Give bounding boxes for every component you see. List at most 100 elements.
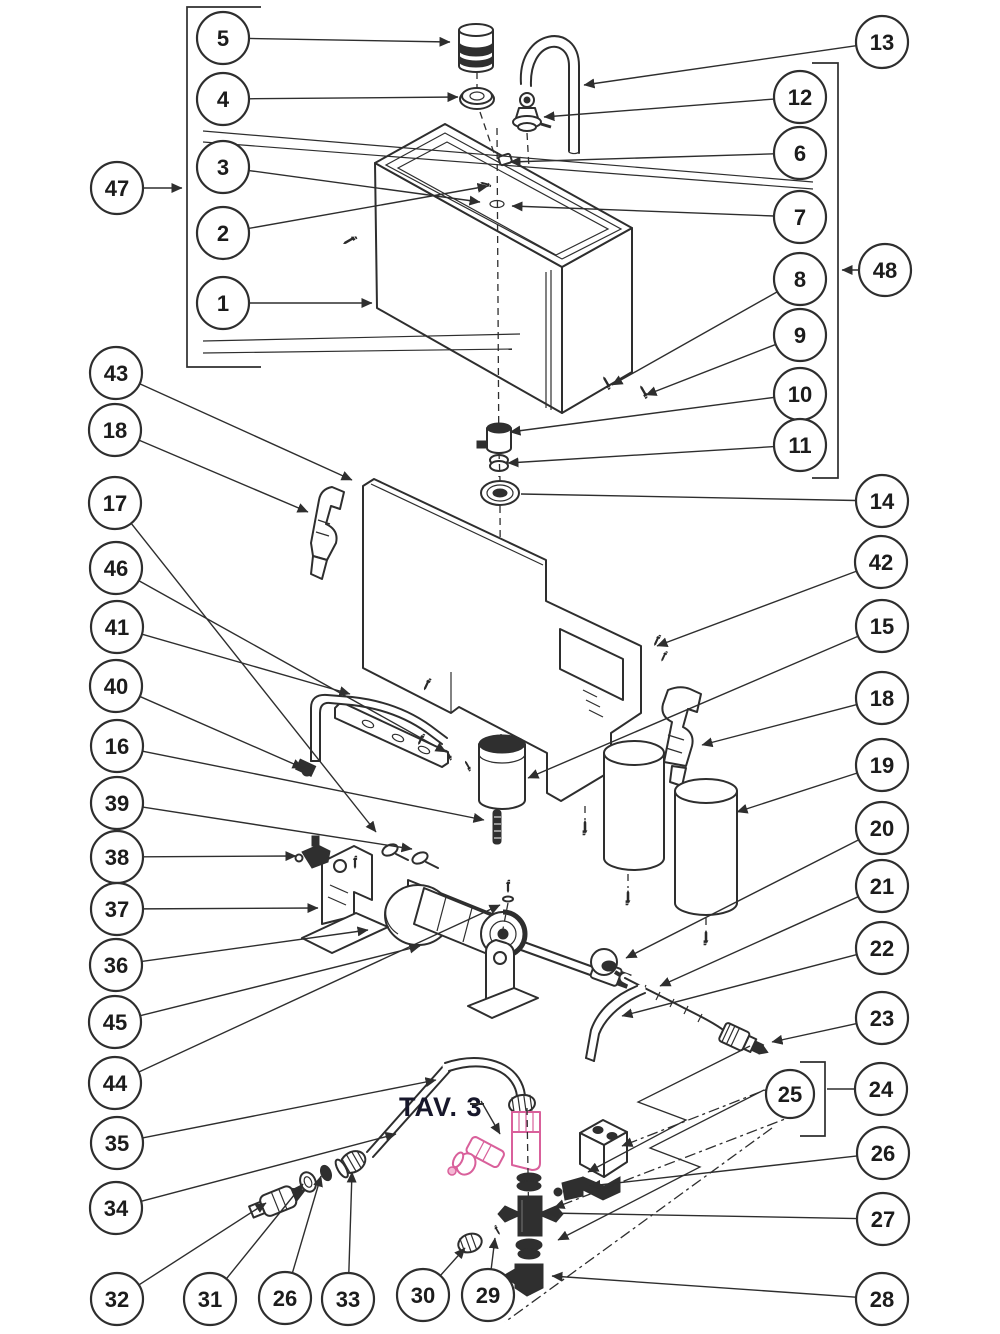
balloon-number-19: 19	[870, 753, 894, 778]
balloon-1: 1	[195, 275, 251, 331]
balloon-number-26: 26	[273, 1286, 297, 1311]
balloon-29: 29	[460, 1267, 516, 1323]
balloon-number-22: 22	[870, 936, 894, 961]
balloon-number-31: 31	[198, 1287, 222, 1312]
balloon-number-25: 25	[778, 1082, 802, 1107]
balloon-5: 5	[195, 10, 251, 66]
leader-line-39	[142, 806, 413, 853]
balloon-number-28: 28	[870, 1287, 894, 1312]
balloon-number-6: 6	[794, 141, 806, 166]
balloon-number-7: 7	[794, 205, 806, 230]
balloon-number-14: 14	[870, 489, 895, 514]
cross-fitting	[497, 1195, 564, 1237]
suction-tube	[519, 35, 580, 155]
union-nut	[457, 1232, 483, 1254]
balloon-8: 8	[772, 251, 828, 307]
balloon-number-26: 26	[871, 1141, 895, 1166]
leader-line-23	[771, 1022, 857, 1045]
balloon-number-46: 46	[104, 556, 128, 581]
balloon-number-15: 15	[870, 614, 894, 639]
balloon-number-18: 18	[870, 686, 894, 711]
leader-line-38	[142, 851, 297, 862]
balloon-number-27: 27	[871, 1207, 895, 1232]
leader-line-3	[248, 169, 481, 206]
leader-line-34	[140, 1131, 397, 1203]
leader-line-4	[248, 92, 459, 103]
dash-leader	[504, 1127, 773, 1323]
leader-line-35	[142, 1077, 437, 1139]
balloon-number-33: 33	[336, 1287, 360, 1312]
spring	[492, 809, 502, 845]
leader-line-20	[625, 839, 860, 959]
retaining-clip-left	[310, 486, 345, 580]
balloon-number-42: 42	[869, 550, 893, 575]
leader-line-12	[543, 98, 775, 122]
balloon-number-24: 24	[869, 1077, 894, 1102]
leader-line-18	[701, 703, 858, 748]
balloon-number-39: 39	[105, 791, 129, 816]
reference-line	[202, 141, 814, 190]
balloon-22: 22	[854, 920, 910, 976]
elbow-fitting-38	[294, 835, 331, 869]
balloon-14: 14	[854, 473, 910, 529]
leader-line-28	[551, 1271, 857, 1298]
balloon-number-47: 47	[105, 176, 129, 201]
balloon-44: 44	[87, 1055, 143, 1111]
balloon-number-16: 16	[105, 734, 129, 759]
probe-cable	[590, 948, 769, 1055]
tav3-annotation: TAV. 3	[399, 1092, 501, 1135]
balloon-number-40: 40	[104, 674, 128, 699]
leader-line-6	[509, 153, 775, 167]
balloon-number-23: 23	[870, 1006, 894, 1031]
cable-connector	[718, 1022, 769, 1055]
leader-line-16	[142, 750, 485, 823]
balloon-number-43: 43	[104, 361, 128, 386]
balloon-number-11: 11	[788, 433, 811, 458]
leader-lines	[130, 36, 860, 1323]
balloon-number-35: 35	[105, 1131, 129, 1156]
retaining-clip-right	[661, 686, 702, 787]
solenoid-valve	[553, 1119, 628, 1201]
pump-assembly	[294, 835, 632, 1019]
balloon-46: 46	[88, 540, 144, 596]
balloon-number-3: 3	[217, 155, 229, 180]
balloon-2: 2	[195, 205, 251, 261]
group-bracket-25	[800, 1061, 826, 1137]
balloon-12: 12	[772, 69, 828, 125]
balloon-number-2: 2	[217, 221, 229, 246]
leader-line-27	[547, 1208, 858, 1220]
filter-cap-stack	[458, 23, 496, 157]
leader-line-32	[138, 1202, 267, 1286]
balloon-42: 42	[853, 534, 909, 590]
balloon-number-12: 12	[788, 85, 812, 110]
balloon-number-17: 17	[103, 491, 127, 516]
drain-valve	[248, 1185, 307, 1219]
leader-line-18	[138, 439, 309, 513]
balloon-number-9: 9	[794, 323, 806, 348]
balloon-9: 9	[772, 307, 828, 363]
balloon-number-38: 38	[105, 845, 129, 870]
balloon-25: 25	[764, 1068, 816, 1120]
balloon-36: 36	[88, 937, 144, 993]
balloon-number-36: 36	[104, 953, 128, 978]
leader-line-42	[656, 570, 857, 647]
balloon-32: 32	[89, 1271, 145, 1327]
balloon-43: 43	[88, 345, 144, 401]
balloon-number-34: 34	[104, 1196, 129, 1221]
balloon-number-10: 10	[788, 382, 812, 407]
balloon-37: 37	[89, 881, 145, 937]
leader-line-8	[611, 291, 778, 386]
balloon-18: 18	[854, 670, 910, 726]
group-bracket-47	[186, 6, 261, 368]
balloon-23: 23	[854, 990, 910, 1046]
balloon-18: 18	[87, 402, 143, 458]
balloon-number-21: 21	[870, 874, 894, 899]
chassis-frame	[334, 478, 669, 802]
balloon-number-1: 1	[217, 291, 229, 316]
balloon-31: 31	[182, 1271, 238, 1327]
leader-line-41	[141, 633, 351, 696]
balloon-27: 27	[855, 1191, 911, 1247]
leader-line-44	[138, 904, 501, 1073]
